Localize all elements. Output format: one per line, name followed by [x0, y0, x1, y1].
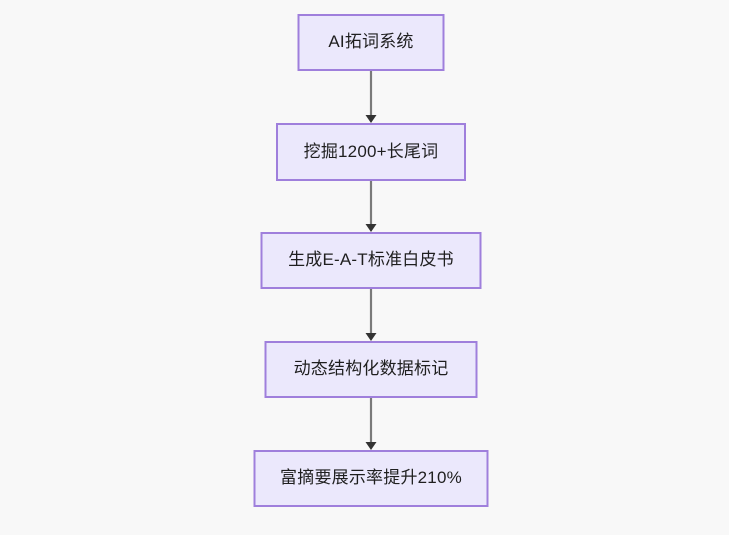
arrowhead-icon — [365, 442, 377, 450]
arrowhead-icon — [365, 224, 377, 232]
edge-n1-n2 — [365, 71, 377, 123]
flow-node-mine-longtail-keywords[interactable]: 挖掘1200+长尾词 — [276, 123, 466, 181]
arrowhead-icon — [365, 115, 377, 123]
edge-n3-n4 — [365, 289, 377, 341]
edge-n2-n3 — [365, 181, 377, 232]
flow-node-label: 动态结构化数据标记 — [293, 359, 449, 379]
flow-node-label: 挖掘1200+长尾词 — [303, 141, 439, 161]
edge-n4-n5 — [365, 398, 377, 450]
arrowhead-icon — [365, 333, 377, 341]
flow-node-label: AI拓词系统 — [328, 32, 414, 52]
flow-node-label: 生成E-A-T标准白皮书 — [288, 250, 454, 270]
flow-node-dynamic-structured-data-markup[interactable]: 动态结构化数据标记 — [264, 341, 478, 398]
flow-node-generate-eat-whitepaper[interactable]: 生成E-A-T标准白皮书 — [260, 232, 482, 289]
flow-node-ai-keyword-system[interactable]: AI拓词系统 — [297, 14, 445, 71]
flow-node-label: 富摘要展示率提升210% — [280, 468, 462, 488]
flow-node-rich-snippet-rate-increase[interactable]: 富摘要展示率提升210% — [253, 450, 489, 507]
